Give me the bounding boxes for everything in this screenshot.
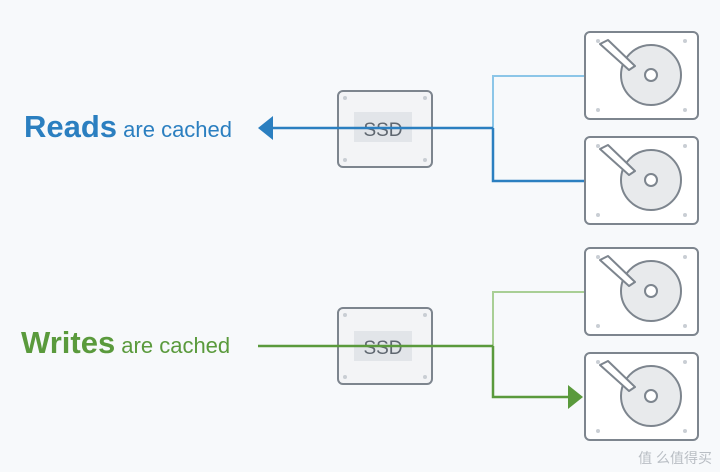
reads-label-rest: are cached — [117, 117, 233, 142]
hdd-2 — [584, 136, 699, 225]
write-connector-hdd-3 — [492, 291, 585, 346]
reads-label: Reads are cached — [24, 111, 232, 142]
hdd-1 — [584, 31, 699, 120]
writes-label-strong: Writes — [21, 325, 116, 360]
ssd-reads-label: SSD — [363, 120, 402, 141]
writes-label: Writes are cached — [21, 327, 230, 358]
read-connector-hdd-2 — [491, 128, 585, 183]
hdd-4 — [584, 352, 699, 441]
watermark: 值 么值得买 — [638, 450, 712, 466]
write-connector-hdd-4 — [491, 346, 570, 399]
ssd-writes-label: SSD — [363, 338, 402, 359]
hdd-3 — [584, 247, 699, 336]
writes-label-rest: are cached — [115, 333, 231, 358]
reads-label-strong: Reads — [24, 109, 118, 144]
read-connector-hdd-1 — [492, 75, 585, 128]
read-arrowhead — [258, 116, 273, 140]
write-arrowhead — [568, 385, 583, 409]
